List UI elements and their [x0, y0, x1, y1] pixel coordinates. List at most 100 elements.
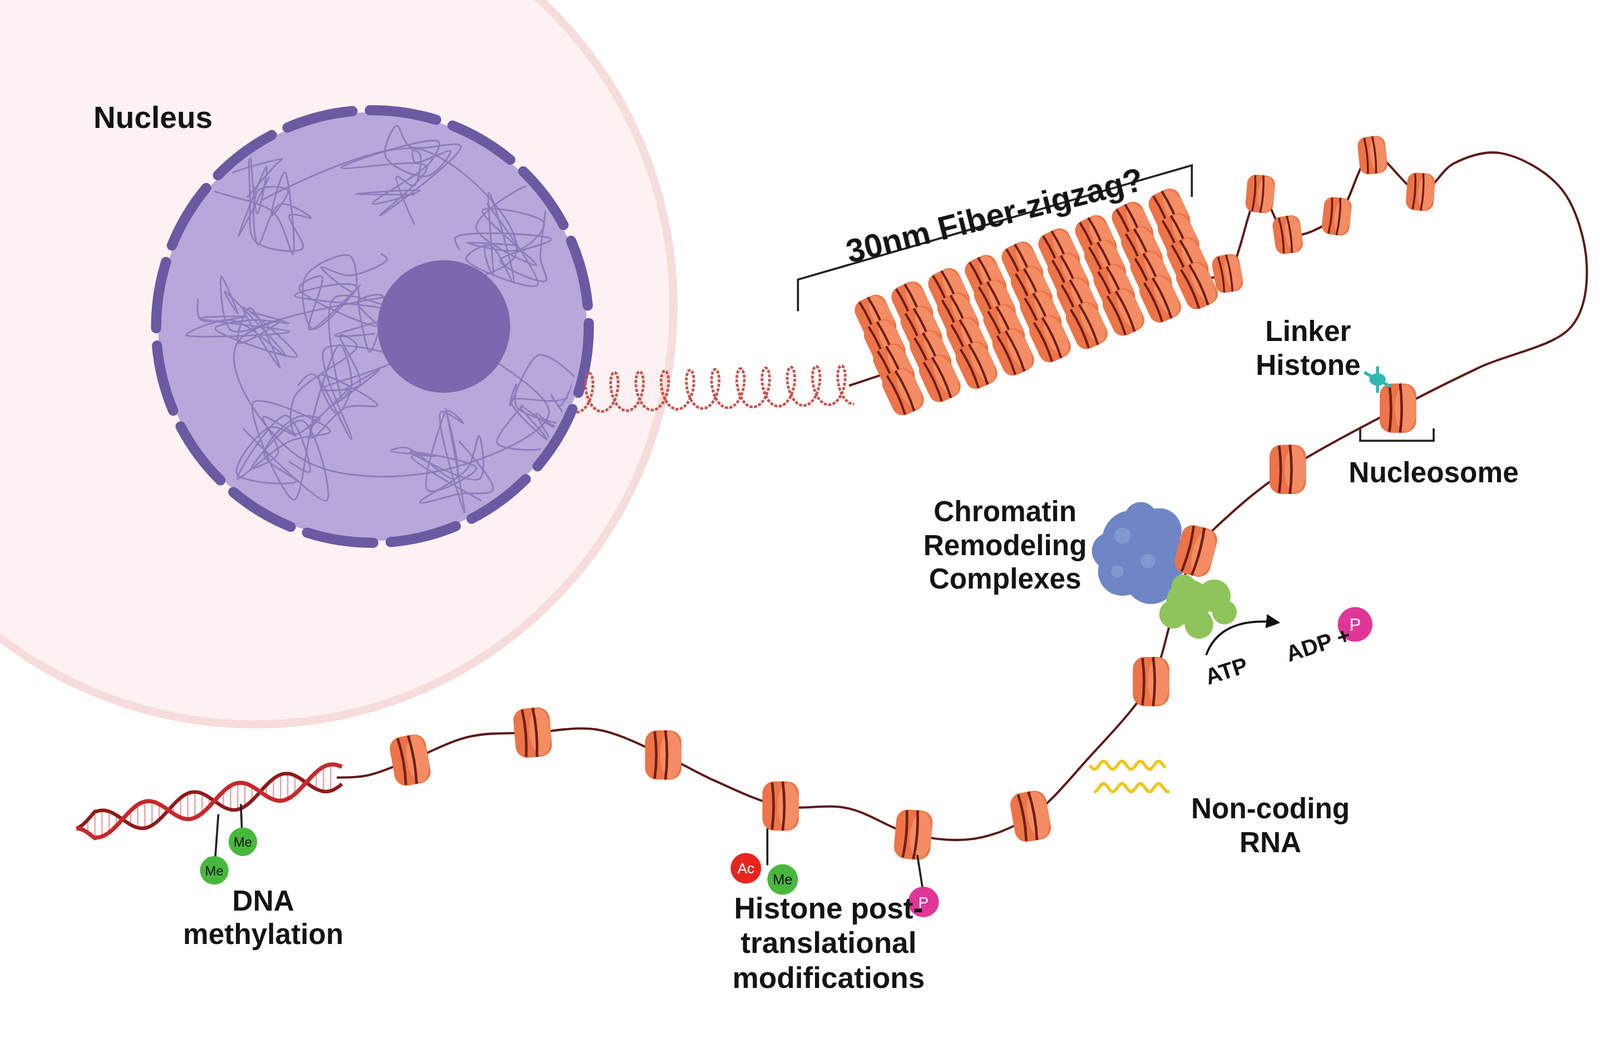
nucleosome: [1115, 290, 1137, 332]
remodeling-complex: [1114, 527, 1131, 544]
nucleosome: [892, 808, 934, 861]
nucleosome: [1269, 444, 1306, 495]
remodeling-complex: [1124, 501, 1158, 535]
nucleosome: [969, 343, 990, 385]
nucleosome: [891, 365, 927, 413]
nucleosome: [1271, 214, 1305, 256]
chromatin-tangle: [185, 275, 298, 369]
nucleosome: [1107, 295, 1128, 335]
nucleosome: [777, 782, 799, 831]
nucleosome: [1282, 214, 1305, 253]
dna-double-helix: [76, 764, 343, 838]
nucleosome: [762, 781, 799, 832]
nucleosome: [1405, 171, 1436, 212]
nucleosome: [1181, 526, 1196, 573]
nucleosome: [665, 730, 668, 780]
linker-histone-symbol: [1364, 366, 1391, 393]
annotation-label: Nucleus: [93, 99, 213, 136]
dna-double-helix: [76, 764, 343, 838]
nucleosome: [892, 808, 934, 861]
nucleosome: [762, 781, 799, 832]
nucleosome: [1132, 657, 1169, 707]
nucleosome: [1256, 175, 1276, 214]
nucleosome: [1271, 214, 1305, 256]
modification-text: Ac: [737, 861, 755, 876]
linker-histone-symbol: [1364, 366, 1391, 393]
modification-circle: Ac: [730, 852, 762, 884]
nucleosome: [402, 733, 433, 784]
nucleosome: [1356, 135, 1389, 176]
nucleosome: [1005, 330, 1026, 372]
reaction-arrow: [1206, 621, 1278, 655]
nucleosome: [1034, 322, 1054, 362]
nucleosome: [1144, 282, 1164, 322]
nucleosome: [878, 364, 928, 419]
nucleosome: [1389, 384, 1391, 432]
nucleosome: [782, 781, 785, 832]
nucleosome: [1222, 253, 1245, 292]
chromatin-tangle: [236, 400, 331, 501]
nucleosome: [1284, 445, 1307, 493]
annotation-label: Nucleosome: [1348, 456, 1519, 491]
nucleosome: [1148, 272, 1185, 320]
nucleosome: [927, 352, 964, 399]
nucleosome: [1244, 174, 1276, 215]
nucleosome: [1191, 527, 1207, 576]
dna-double-helix: [287, 773, 289, 799]
nucleosome: [1320, 196, 1353, 237]
dna-double-helix: [272, 778, 274, 800]
nucleosome: [1028, 791, 1039, 841]
dna-double-helix: [151, 801, 153, 826]
chromatin-tangle: [390, 408, 493, 516]
nucleosome: [512, 706, 553, 759]
modification-stick: [215, 803, 923, 888]
nucleosome: [527, 707, 553, 757]
nucleosome: [521, 709, 528, 758]
remodeling-complex: [1171, 574, 1197, 600]
remodeling-complex: [1212, 600, 1237, 625]
dna-double-helix: [236, 783, 239, 811]
dna-double-helix: [76, 773, 343, 829]
dna-coil: [576, 365, 854, 413]
nucleosome: [1371, 136, 1377, 174]
chromatin-tangle: [290, 334, 397, 439]
dna-double-helix: [322, 766, 324, 792]
nucleosome: [1147, 658, 1170, 706]
nucleosome: [1189, 264, 1210, 306]
nucleosome: [1042, 317, 1063, 359]
nucleosome: [1210, 252, 1245, 295]
modification-text: Me: [233, 835, 253, 849]
dna-coil: [576, 365, 854, 413]
nucleosome: [1332, 198, 1353, 236]
annotation-label: ATP: [1201, 652, 1252, 691]
nucleosome: [1412, 173, 1417, 210]
annotation-label: DNA methylation: [161, 885, 366, 952]
dna-double-helix: [329, 764, 332, 791]
dna-double-helix: [279, 774, 281, 802]
nucleosome: [532, 707, 539, 758]
linker-dna: [336, 152, 1587, 841]
nucleosome: [1008, 788, 1054, 844]
nucleosome: [1416, 173, 1436, 211]
nucleosome: [1356, 135, 1389, 176]
remodeling-complex: [1110, 565, 1124, 578]
chromatin-tangle: [496, 354, 590, 451]
noncoding-rna-symbol: [1089, 761, 1166, 769]
nucleosome: [644, 730, 681, 780]
nucleosome: [654, 731, 657, 779]
nucleosome: [1132, 657, 1169, 707]
nucleosome: [1320, 196, 1353, 237]
modification-text: P: [1349, 615, 1361, 634]
nucleosome: [964, 338, 1001, 386]
nucleosome: [1405, 171, 1436, 212]
nucleosome: [1023, 789, 1053, 841]
nucleosome: [1111, 285, 1148, 333]
nucleosome: [1286, 215, 1294, 254]
remodeling-complex: [1184, 610, 1213, 639]
chromatin-tangle: [207, 141, 311, 255]
nucleosome: [1244, 174, 1276, 215]
nucleosome: [512, 706, 553, 759]
nucleosome: [1172, 522, 1221, 580]
annotation-label: Non-coding RNA: [1168, 793, 1373, 861]
dna-double-helix: [94, 811, 96, 839]
